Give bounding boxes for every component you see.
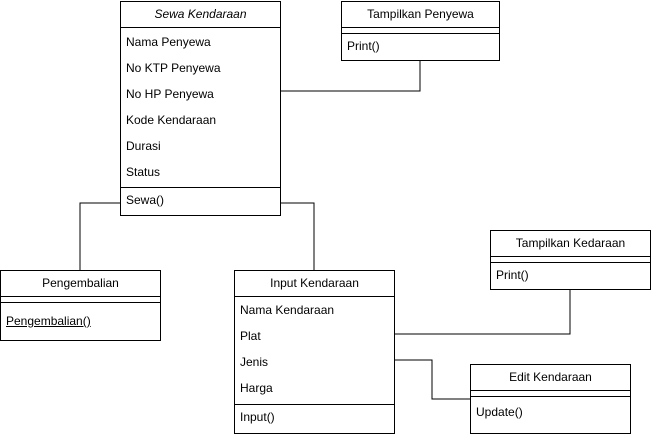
attribute-list: Nama Penyewa No KTP Penyewa No HP Penyew… [121, 28, 280, 188]
attribute: Status [126, 165, 161, 179]
method-list: Print() [342, 34, 499, 60]
method-list: Pengembalian() [1, 303, 160, 335]
method-list: Input() [235, 405, 394, 431]
method: Print() [347, 39, 380, 53]
class-title: Input Kendaraan [235, 271, 394, 297]
link-sewa-tampilkan-penyewa [281, 60, 421, 92]
class-tampilkan-penyewa[interactable]: Tampilkan Penyewa Print() [341, 1, 500, 61]
class-sewa-kendaraan[interactable]: Sewa Kendaraan Nama Penyewa No KTP Penye… [120, 1, 281, 216]
attribute: Nama Penyewa [126, 35, 211, 49]
attribute: No KTP Penyewa [126, 61, 221, 75]
class-title: Tampilkan Kedaraan [491, 231, 650, 257]
method: Input() [240, 410, 275, 424]
link-sewa-pengembalian [79, 202, 120, 270]
link-sewa-input [281, 202, 315, 270]
method: Sewa() [126, 193, 165, 207]
link-input-tampilkan-kedaraan [395, 290, 571, 335]
class-edit-kendaraan[interactable]: Edit Kendaraan Update() [470, 364, 631, 434]
method-list: Sewa() [121, 188, 280, 214]
attribute: Kode Kendaraan [126, 113, 217, 127]
method-list: Update() [471, 397, 630, 426]
attribute: Harga [240, 381, 273, 395]
attribute: Durasi [126, 139, 161, 153]
attribute: No HP Penyewa [126, 87, 214, 101]
attribute-list [491, 257, 650, 263]
class-title: Sewa Kendaraan [121, 2, 280, 28]
link-input-edit [395, 359, 470, 400]
attribute-list [1, 297, 160, 303]
class-input-kendaraan[interactable]: Input Kendaraan Nama Kendaraan Plat Jeni… [234, 270, 395, 434]
method: Update() [476, 405, 523, 419]
attribute-list [342, 28, 499, 34]
attribute-list: Nama Kendaraan Plat Jenis Harga [235, 297, 394, 405]
method: Pengembalian() [6, 314, 91, 328]
class-title: Tampilkan Penyewa [342, 2, 499, 28]
attribute: Plat [240, 329, 261, 343]
attribute: Nama Kendaraan [240, 303, 335, 317]
class-pengembalian[interactable]: Pengembalian Pengembalian() [0, 270, 161, 341]
class-tampilkan-kedaraan[interactable]: Tampilkan Kedaraan Print() [490, 230, 651, 290]
class-title: Pengembalian [1, 271, 160, 297]
attribute: Jenis [240, 355, 269, 369]
method-list: Print() [491, 263, 650, 289]
method: Print() [496, 268, 529, 282]
attribute-list [471, 391, 630, 397]
class-title: Edit Kendaraan [471, 365, 630, 391]
